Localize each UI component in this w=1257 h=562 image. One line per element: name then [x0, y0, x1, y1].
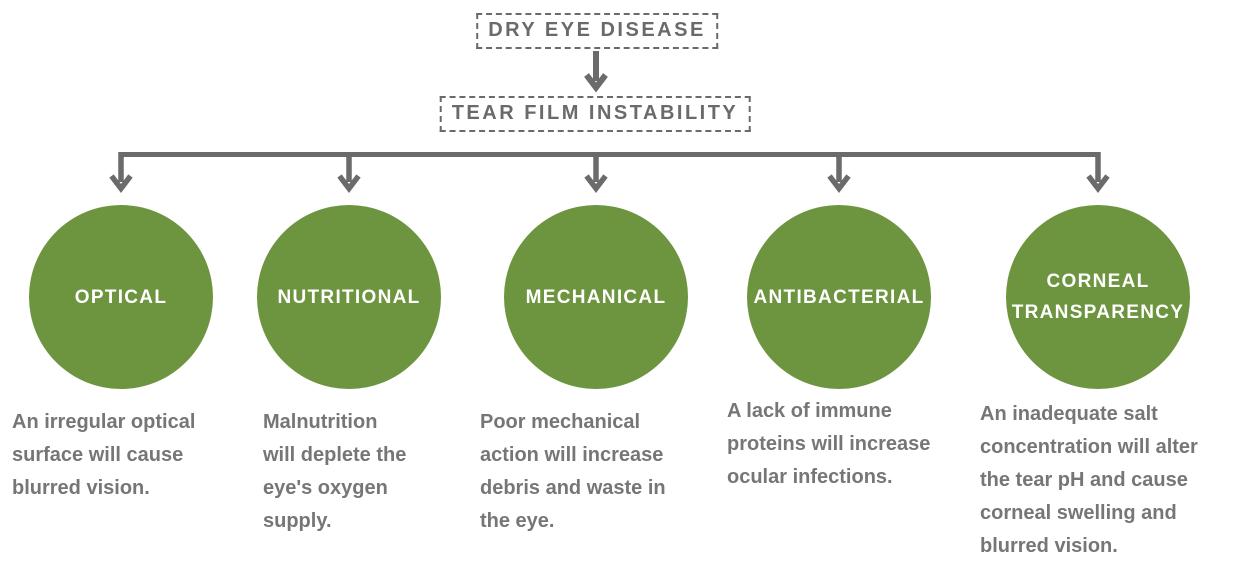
category-circle-antibacterial: ANTIBACTERIAL [747, 205, 931, 389]
root-node-dry-eye-disease: DRY EYE DISEASE [476, 13, 718, 49]
category-circle-label: ANTIBACTERIAL [753, 286, 925, 308]
root-node-label: DRY EYE DISEASE [488, 19, 706, 41]
branch-down-arrow-icon [337, 152, 361, 194]
category-circle-corneal-transparency: CORNEAL TRANSPARENCY [1006, 205, 1190, 389]
branch-down-arrow-icon [1086, 152, 1110, 194]
description-mechanical: Poor mechanical action will increase deb… [480, 411, 666, 532]
category-circle-optical: OPTICAL [29, 205, 213, 389]
secondary-node-label: TEAR FILM INSTABILITY [451, 102, 739, 124]
branch-down-arrow-icon [827, 152, 851, 194]
category-circle-label: OPTICAL [74, 286, 168, 308]
branch-down-arrow-icon [584, 152, 608, 194]
category-circle-label: MECHANICAL [525, 286, 667, 308]
description-optical: An irregular optical surface will cause … [12, 411, 196, 499]
branch-down-arrow-icon [109, 152, 133, 194]
description-nutritional: Malnutrition will deplete the eye's oxyg… [263, 411, 407, 532]
secondary-node-tear-film-instability: TEAR FILM INSTABILITY [439, 96, 751, 132]
description-corneal-transparency: An inadequate salt concentration will al… [980, 403, 1198, 557]
category-circle-label: NUTRITIONAL [277, 286, 421, 308]
category-circle-mechanical: MECHANICAL [504, 205, 688, 389]
down-arrow-icon [584, 51, 608, 93]
category-circle-nutritional: NUTRITIONAL [257, 205, 441, 389]
description-antibacterial: A lack of immune proteins will increase … [727, 400, 931, 488]
category-circle-label: CORNEAL TRANSPARENCY [1011, 271, 1185, 323]
